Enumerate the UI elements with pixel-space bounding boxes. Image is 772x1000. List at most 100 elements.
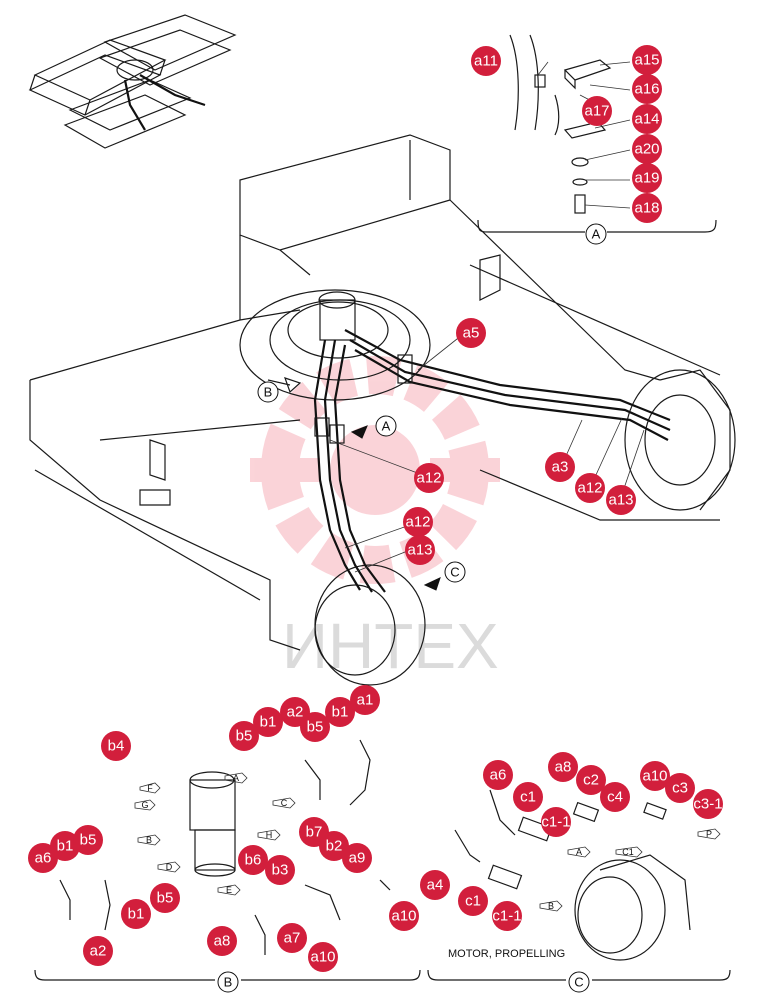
callout-b6: b6 [238, 845, 268, 875]
svg-text:E: E [226, 885, 232, 895]
svg-text:H: H [266, 830, 273, 840]
svg-text:b1: b1 [128, 906, 145, 923]
svg-text:a8: a8 [214, 933, 231, 950]
svg-text:B: B [264, 385, 273, 400]
svg-text:a16: a16 [634, 81, 659, 98]
callout-a4: a4 [420, 870, 450, 900]
callout-c4: c4 [600, 782, 630, 812]
svg-text:B: B [146, 835, 152, 845]
detail-a: A [477, 34, 717, 245]
svg-text:a19: a19 [634, 170, 659, 187]
svg-text:a2: a2 [287, 704, 304, 721]
svg-text:F: F [147, 783, 153, 793]
svg-text:a18: a18 [634, 200, 659, 217]
callout-a12: a12 [403, 507, 433, 537]
callout-b1: b1 [325, 697, 355, 727]
callout-b5: b5 [150, 883, 180, 913]
callout-c1: c1 [513, 782, 543, 812]
callout-b4: b4 [101, 731, 131, 761]
detail-b: F G A C B D E H B [34, 739, 421, 993]
machine-thumbnail [28, 14, 237, 149]
callout-c3: c3 [665, 773, 695, 803]
callout-a6: a6 [483, 760, 513, 790]
motor-caption: MOTOR, PROPELLING [448, 948, 565, 960]
svg-text:C: C [450, 565, 459, 580]
svg-text:b5: b5 [157, 890, 174, 907]
callout-b5: b5 [300, 712, 330, 742]
callout-a9: a9 [342, 843, 372, 873]
callout-a2: a2 [83, 936, 113, 966]
callout-b1: b1 [121, 899, 151, 929]
svg-text:b1: b1 [332, 704, 349, 721]
callout-a16: a16 [632, 74, 662, 104]
callout-c1: c1 [458, 886, 488, 916]
callout-a14: a14 [632, 104, 662, 134]
main-view-labels: B A C [257, 381, 466, 583]
svg-text:c3-1: c3-1 [693, 796, 722, 813]
callout-a6: a6 [28, 843, 58, 873]
callout-b1: b1 [253, 707, 283, 737]
callout-a11: a11 [471, 46, 501, 76]
callout-a8: a8 [207, 926, 237, 956]
callout-c2: c2 [576, 765, 606, 795]
svg-text:A: A [233, 773, 239, 783]
svg-text:P: P [706, 829, 712, 839]
svg-text:A: A [382, 419, 391, 434]
callout-b3: b3 [265, 855, 295, 885]
svg-text:a12: a12 [405, 514, 430, 531]
callout-c1-1: c1-1 [541, 807, 571, 837]
callout-a13: a13 [405, 535, 435, 565]
svg-text:B: B [224, 975, 233, 990]
callout-a10: a10 [640, 761, 670, 791]
svg-text:C1: C1 [622, 847, 634, 857]
svg-text:a6: a6 [35, 850, 52, 867]
callout-a17: a17 [582, 96, 612, 126]
main-callouts: a5 a12 a3 a12 a13 a12 a13 [403, 318, 636, 565]
callout-a18: a18 [632, 193, 662, 223]
svg-text:a10: a10 [310, 949, 335, 966]
svg-text:c2: c2 [583, 772, 599, 789]
callout-b2: b2 [319, 831, 349, 861]
svg-text:c1-1: c1-1 [492, 908, 521, 925]
svg-text:a10: a10 [391, 908, 416, 925]
svg-text:b6: b6 [245, 852, 262, 869]
svg-text:a3: a3 [552, 459, 569, 476]
watermark-gear-icon [250, 356, 500, 584]
svg-text:a13: a13 [608, 492, 633, 509]
watermark-text: ИНТЕХ [282, 610, 499, 682]
svg-text:a11: a11 [474, 53, 498, 70]
svg-text:a17: a17 [584, 103, 609, 120]
svg-text:c4: c4 [607, 789, 623, 806]
svg-text:b3: b3 [272, 862, 289, 879]
svg-text:A: A [576, 847, 582, 857]
svg-text:a9: a9 [349, 850, 366, 867]
callout-a12: a12 [575, 473, 605, 503]
callout-b5: b5 [229, 721, 259, 751]
callout-a12: a12 [414, 463, 444, 493]
detail-c-callouts: a6 a8 c2 a10 c3 c3-1 c1 c4 c1-1 a4 c1 c1… [420, 752, 723, 931]
svg-text:G: G [141, 800, 148, 810]
svg-text:a12: a12 [577, 480, 602, 497]
svg-text:a7: a7 [284, 930, 301, 947]
svg-text:b5: b5 [307, 719, 324, 736]
svg-text:a12: a12 [416, 470, 441, 487]
detail-a-callouts: a11 a15 a16 a17 a14 a20 a19 a18 [471, 45, 662, 223]
svg-text:b4: b4 [108, 738, 125, 755]
svg-text:a1: a1 [357, 692, 374, 709]
svg-text:b1: b1 [57, 838, 74, 855]
callout-a8: a8 [548, 752, 578, 782]
svg-text:a2: a2 [90, 943, 107, 960]
svg-text:a14: a14 [634, 111, 659, 128]
svg-text:B: B [548, 901, 554, 911]
svg-text:b1: b1 [260, 714, 277, 731]
callout-a20: a20 [632, 134, 662, 164]
svg-text:c1: c1 [465, 893, 481, 910]
callout-b1: b1 [50, 831, 80, 861]
svg-text:C: C [281, 798, 288, 808]
svg-text:b5: b5 [236, 728, 253, 745]
callout-c3-1: c3-1 [693, 789, 723, 819]
callout-a13: a13 [606, 485, 636, 515]
svg-text:a15: a15 [634, 52, 659, 69]
